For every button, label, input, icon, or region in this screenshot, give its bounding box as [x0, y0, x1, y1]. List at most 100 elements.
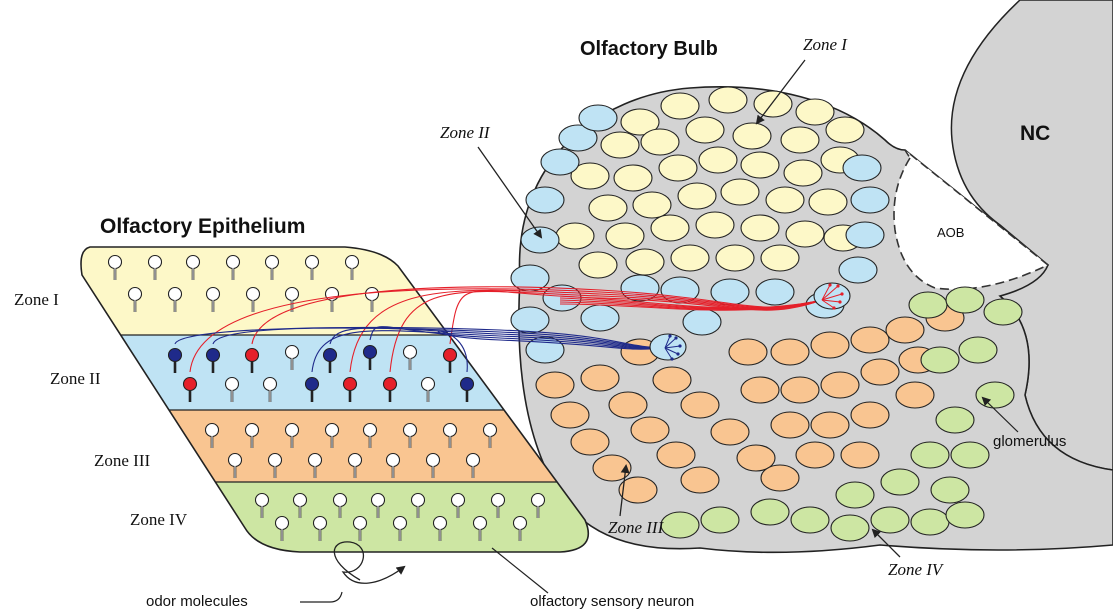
glomerulus-zone4-8	[951, 442, 989, 468]
osn-leader	[492, 548, 548, 593]
glomerulus-zone1-33	[671, 245, 709, 271]
bulb-zone-1-label: Zone I	[803, 35, 848, 54]
epithelium-zone-1-label: Zone I	[14, 290, 59, 309]
glomerulus-zone1-34	[716, 245, 754, 271]
glomerulus-zone3-27	[811, 412, 849, 438]
osn-label: olfactory sensory neuron	[530, 593, 694, 610]
glomerulus-zone1-2	[754, 91, 792, 117]
glomerulus-zone4-10	[931, 477, 969, 503]
glomerulus-zone1-19	[633, 192, 671, 218]
glomerulus-zone4-2	[984, 299, 1022, 325]
glomerulus-zone1-35	[761, 245, 799, 271]
glomerulus-zone3-20	[886, 317, 924, 343]
bulb-zone-3-label: Zone III	[608, 518, 665, 537]
glomerulus-zone1-0	[661, 93, 699, 119]
glomerulus-zone3-8	[657, 442, 695, 468]
glomerulus-zone1-28	[741, 215, 779, 241]
glomerulus-zone3-23	[821, 372, 859, 398]
glomerulus-label: glomerulus	[993, 433, 1066, 450]
aob-label: AOB	[937, 225, 964, 240]
glomerulus-zone1-25	[606, 223, 644, 249]
glomerulus-zone3-13	[711, 419, 749, 445]
glomerulus-zone2-15	[846, 222, 884, 248]
glomerulus-zone3-28	[851, 402, 889, 428]
glomerulus-zone4-19	[661, 512, 699, 538]
glomerulus-zone3-6	[609, 392, 647, 418]
glomerulus-zone4-16	[791, 507, 829, 533]
glomerulus-zone1-22	[766, 187, 804, 213]
glomerulus-zone2-19	[683, 309, 721, 335]
glomerulus-zone1-31	[579, 252, 617, 278]
glomerulus-zone4-3	[921, 347, 959, 373]
glomerulus-zone1-7	[641, 129, 679, 155]
epithelium-zone-4-label: Zone IV	[130, 510, 188, 529]
glomerulus-zone1-10	[781, 127, 819, 153]
glomerulus-zone4-15	[751, 499, 789, 525]
glomerulus-zone1-1	[709, 87, 747, 113]
glomerulus-zone2-6	[511, 307, 549, 333]
glomerulus-zone1-27	[696, 212, 734, 238]
glomerulus-zone3-5	[581, 365, 619, 391]
bulb-zone-2-label: Zone II	[440, 123, 491, 142]
glomerulus-zone1-6	[601, 132, 639, 158]
glomerulus-zone2-4	[521, 227, 559, 253]
glomerulus-zone3-21	[741, 377, 779, 403]
glomerulus-zone2-17	[843, 155, 881, 181]
glomerulus-zone1-13	[614, 165, 652, 191]
glomerulus-zone1-9	[733, 123, 771, 149]
glomerulus-zone4-6	[936, 407, 974, 433]
glomerulus-zone1-15	[699, 147, 737, 173]
odor-molecules-leader	[300, 592, 342, 602]
epithelium-zone-2-label: Zone II	[50, 369, 101, 388]
glomerulus-zone2-9	[581, 305, 619, 331]
glomerulus-zone4-0	[909, 292, 947, 318]
glomerulus-zone3-30	[796, 442, 834, 468]
glomerulus-zone1-8	[686, 117, 724, 143]
glomerulus-zone3-19	[851, 327, 889, 353]
glomerulus-zone4-7	[911, 442, 949, 468]
glomerulus-zone4-17	[831, 515, 869, 541]
glomerulus-zone4-5	[976, 382, 1014, 408]
glomerulus-zone1-14	[659, 155, 697, 181]
glomerulus-zone4-11	[836, 482, 874, 508]
glomerulus-zone4-1	[946, 287, 984, 313]
glomerulus-zone2-14	[839, 257, 877, 283]
glomerulus-zone2-0	[541, 149, 579, 175]
glomerulus-zone3-0	[536, 372, 574, 398]
glomerulus-zone3-9	[681, 467, 719, 493]
bulb-zone-4-label: Zone IV	[888, 560, 945, 579]
nc-label: NC	[1020, 122, 1050, 145]
glomerulus-zone4-12	[871, 507, 909, 533]
glomerulus-zone3-11	[653, 367, 691, 393]
glomerulus-zone3-26	[771, 412, 809, 438]
odor-molecules-label: odor molecules	[146, 593, 248, 610]
glomerulus-zone1-20	[678, 183, 716, 209]
glomerulus-zone4-9	[881, 469, 919, 495]
glomerulus-zone3-24	[861, 359, 899, 385]
glomerulus-zone2-12	[756, 279, 794, 305]
glomerulus-zone1-3	[796, 99, 834, 125]
glomerulus-zone4-13	[911, 509, 949, 535]
glomerulus-zone3-16	[729, 339, 767, 365]
glomerulus-zone3-18	[811, 332, 849, 358]
glomerulus-zone1-23	[809, 189, 847, 215]
glomerulus-zone1-26	[651, 215, 689, 241]
glomerulus-zone1-4	[826, 117, 864, 143]
glomerulus-zone3-31	[841, 442, 879, 468]
glomerulus-zone1-18	[589, 195, 627, 221]
epithelium-zone-3-label: Zone III	[94, 451, 151, 470]
glomerulus-zone2-3	[526, 187, 564, 213]
glomerulus-zone3-1	[551, 402, 589, 428]
glomerulus-zone3-12	[681, 392, 719, 418]
glomerulus-zone2-2	[579, 105, 617, 131]
glomerulus-zone4-18	[701, 507, 739, 533]
glomerulus-zone1-16	[741, 152, 779, 178]
bulb-title: Olfactory Bulb	[580, 38, 718, 60]
glomerulus-zone2-16	[851, 187, 889, 213]
glomerulus-zone1-17	[784, 160, 822, 186]
glomerulus-zone3-7	[631, 417, 669, 443]
epithelium-title: Olfactory Epithelium	[100, 215, 305, 238]
glomerulus-zone4-4	[959, 337, 997, 363]
glomerulus-zone3-15	[761, 465, 799, 491]
glomerulus-zone1-32	[626, 249, 664, 275]
